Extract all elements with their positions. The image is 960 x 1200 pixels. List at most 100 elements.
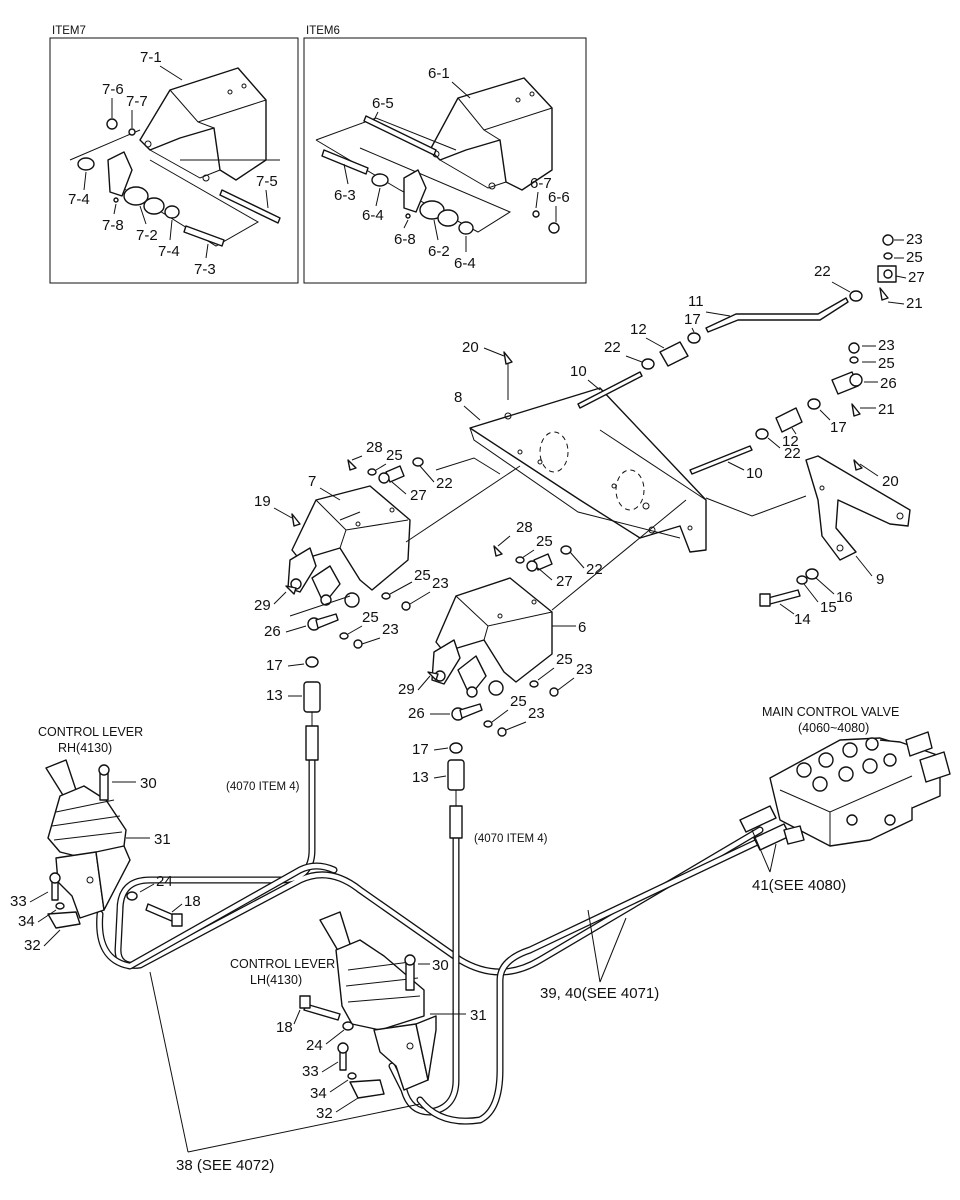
callout-label: 25 <box>414 567 431 584</box>
callout-label: 9 <box>876 571 884 588</box>
detail-box-item7: ITEM7 7-1 7-6 7-7 7-4 7-5 7-8 <box>49 25 299 284</box>
callout-label: 7 <box>308 473 316 490</box>
callout-label: 26 <box>264 623 281 640</box>
callout-label: 23 <box>576 661 593 678</box>
cable-ref-right: (4070 ITEM 4) <box>474 833 548 845</box>
callout-label: 23 <box>382 621 399 638</box>
callout-label: 28 <box>516 519 533 536</box>
callout-label: 25 <box>386 447 403 464</box>
callout-label: 17 <box>412 741 429 758</box>
control-cables <box>96 725 791 1125</box>
callout-label: 13 <box>412 769 429 786</box>
callout-label: 23 <box>878 337 895 354</box>
linkage-rods <box>503 234 897 475</box>
callout-label: 12 <box>630 321 647 338</box>
callout-label: 20 <box>462 339 479 356</box>
callout-label: 30 <box>140 775 157 792</box>
callout-label: 25 <box>878 355 895 372</box>
callout-label: 33 <box>302 1063 319 1080</box>
callout-label: 25 <box>536 533 553 550</box>
labels-bracket-7: 28 25 22 27 7 19 25 23 29 26 25 23 17 13 <box>254 439 453 704</box>
callout-label: 14 <box>794 611 811 628</box>
callout-label: 22 <box>436 475 453 492</box>
callout-label: 7-3 <box>194 261 216 278</box>
callout-label: 29 <box>398 681 415 698</box>
callout-label: 6-8 <box>394 231 416 248</box>
callout-label: 7-4 <box>68 191 90 208</box>
callout-label: 23 <box>432 575 449 592</box>
callout-label: 25 <box>556 651 573 668</box>
callout-label: 6-7 <box>530 175 552 192</box>
callout-label: 10 <box>570 363 587 380</box>
callout-label: 22 <box>586 561 603 578</box>
callout-label: 6-4 <box>454 255 476 272</box>
bracket-assembly-7 <box>285 457 521 649</box>
control-lever-rh-ref: RH(4130) <box>58 741 112 755</box>
labels-control-lever-rh: CONTROL LEVER RH(4130) 30 31 24 18 33 34… <box>10 725 201 954</box>
callout-label: 13 <box>266 687 283 704</box>
callout-label: 26 <box>880 375 897 392</box>
labels-bracket-6: 28 25 22 27 6 25 23 29 26 25 23 17 13 <box>398 519 603 786</box>
callout-label: 8 <box>454 389 462 406</box>
callout-label: 7-5 <box>256 173 278 190</box>
callout-label: 27 <box>908 269 925 286</box>
callout-label: 29 <box>254 597 271 614</box>
control-lever-lh-title: CONTROL LEVER <box>230 957 335 971</box>
bracket-plate-9 <box>705 455 911 607</box>
callout-label: 6-1 <box>428 65 450 82</box>
callout-label: 25 <box>510 693 527 710</box>
callout-label: 22 <box>784 445 801 462</box>
callout-label: 12 <box>782 433 799 450</box>
callout-label: 7-4 <box>158 243 180 260</box>
control-lever-rh-title: CONTROL LEVER <box>38 725 143 739</box>
callout-label: 27 <box>556 573 573 590</box>
callout-label: 10 <box>746 465 763 482</box>
callout-label: 34 <box>310 1085 327 1102</box>
callout-label: 17 <box>684 311 701 328</box>
callout-label: 22 <box>604 339 621 356</box>
main-control-valve <box>769 731 951 847</box>
labels-control-lever-lh: CONTROL LEVER LH(4130) 30 31 18 24 33 34… <box>230 957 487 1122</box>
callout-label: 25 <box>906 249 923 266</box>
callout-label: 25 <box>362 609 379 626</box>
callout-label: 19 <box>254 493 271 510</box>
cable-ref-left: (4070 ITEM 4) <box>226 781 300 793</box>
cable-ref-39-40: 39, 40(SEE 4071) <box>540 985 659 1002</box>
mcv-title: MAIN CONTROL VALVE <box>762 705 899 719</box>
callout-label: 32 <box>316 1105 333 1122</box>
callout-label: 20 <box>882 473 899 490</box>
callout-label: 6 <box>578 619 586 636</box>
callout-label: 31 <box>470 1007 487 1024</box>
callout-label: 27 <box>410 487 427 504</box>
detail-box-item6: ITEM6 6-1 6-5 6-3 6-4 6-7 6-6 6-8 6-2 <box>303 25 587 284</box>
callout-label: 15 <box>820 599 837 616</box>
callout-label: 32 <box>24 937 41 954</box>
callout-label: 11 <box>688 293 704 310</box>
callout-label: 24 <box>156 873 173 890</box>
control-lever-lh <box>299 911 437 1099</box>
callout-label: 21 <box>906 295 923 312</box>
callout-label: 6-6 <box>548 189 570 206</box>
callout-label: 33 <box>10 893 27 910</box>
callout-label: 6-2 <box>428 243 450 260</box>
cable-couplers <box>303 656 465 806</box>
labels-right-linkage: 23 25 27 22 21 11 17 12 22 20 10 8 23 25… <box>454 231 925 628</box>
callout-label: 28 <box>366 439 383 456</box>
callout-label: 22 <box>814 263 831 280</box>
callout-label: 30 <box>432 957 449 974</box>
callout-label: 21 <box>878 401 895 418</box>
callout-label: 6-3 <box>334 187 356 204</box>
control-lever-lh-ref: LH(4130) <box>250 973 302 987</box>
bracket-assembly-6 <box>427 499 687 737</box>
callout-label: 23 <box>906 231 923 248</box>
detail-title-item6: ITEM6 <box>306 25 340 37</box>
callout-label: 7-6 <box>102 81 124 98</box>
callout-label: 34 <box>18 913 35 930</box>
callout-label: 17 <box>266 657 283 674</box>
cable-reference-labels: (4070 ITEM 4) (4070 ITEM 4) 38 (SEE 4072… <box>149 781 846 1174</box>
detail-title-item7: ITEM7 <box>52 25 86 37</box>
callout-label: 23 <box>528 705 545 722</box>
callout-label: 7-1 <box>140 49 162 66</box>
